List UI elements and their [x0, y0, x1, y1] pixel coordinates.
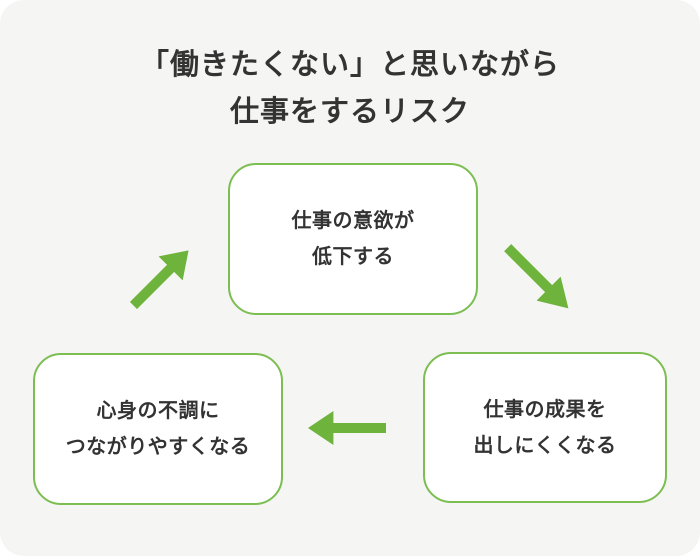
arrow-down-right-icon	[496, 236, 581, 321]
diagram-title: 「働きたくない」と思いながら 仕事をするリスク	[0, 42, 700, 136]
node-label-line1: 仕事の成果を	[483, 398, 607, 421]
arrow-left-icon	[308, 411, 386, 445]
arrow-up-right-icon	[121, 238, 200, 317]
node-label-line2: つながりやすくなる	[65, 436, 251, 458]
diagram-title-line1: 「働きたくない」と思いながら	[139, 49, 560, 81]
cycle-node-results-harder: 仕事の成果を 出しにくくなる	[423, 352, 667, 503]
cycle-node-motivation-drop: 仕事の意欲が 低下する	[228, 163, 478, 315]
node-label-line2: 低下する	[312, 246, 394, 268]
diagram-title-line2: 仕事をするリスク	[229, 96, 470, 128]
node-label-line1: 仕事の意欲が	[291, 210, 415, 232]
node-label-line2: 出しにくくなる	[473, 434, 617, 457]
cycle-node-health-issues: 心身の不調に つながりやすくなる	[33, 353, 283, 505]
node-label-line1: 心身の不調に	[96, 400, 220, 422]
